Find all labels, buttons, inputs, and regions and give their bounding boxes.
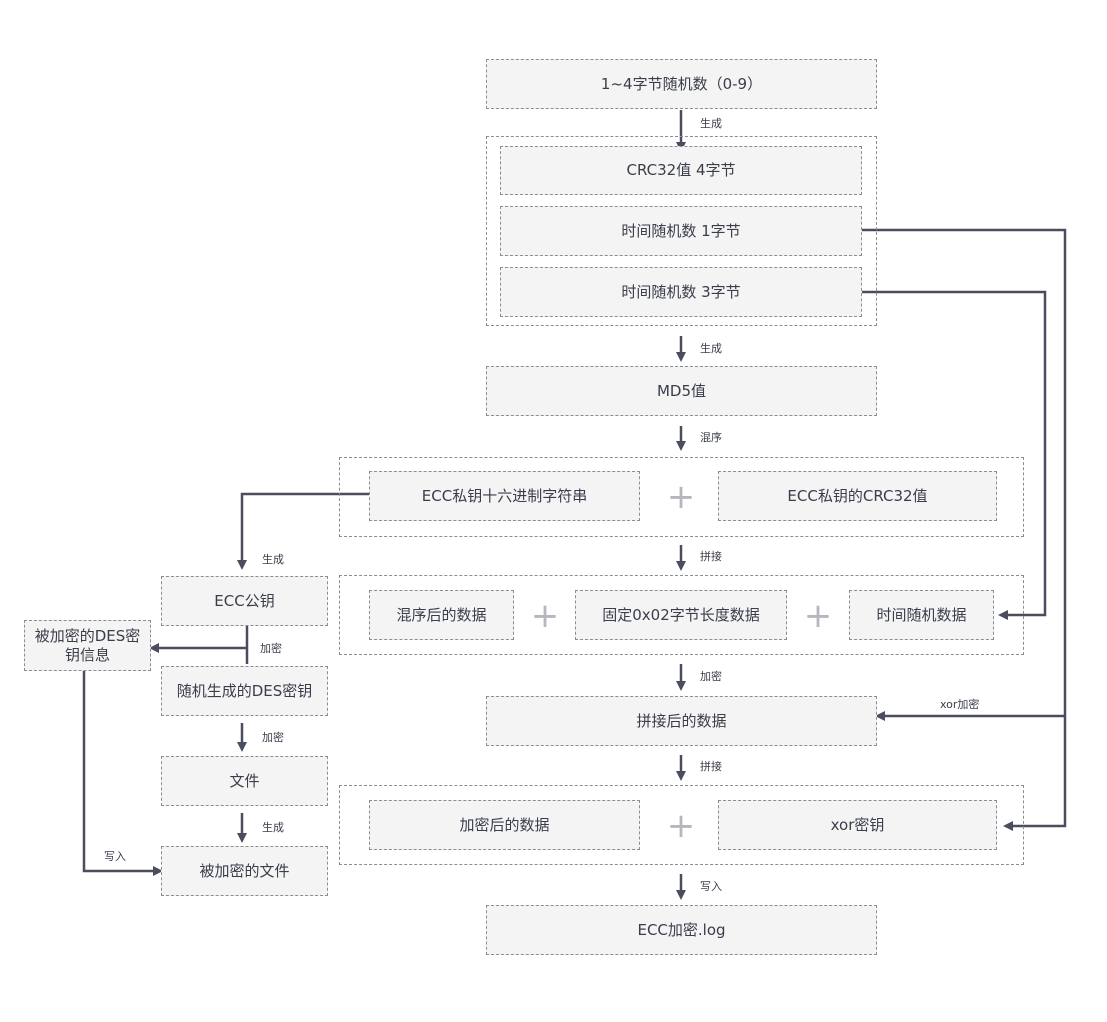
box-md5: MD5值 — [486, 366, 877, 416]
box-enc-des-info: 被加密的DES密钥信息 — [24, 620, 151, 671]
box-crc32: CRC32值 4字节 — [500, 146, 862, 195]
box-ecc-priv-crc32: ECC私钥的CRC32值 — [718, 471, 997, 521]
box-time-rand-3: 时间随机数 3字节 — [500, 267, 862, 317]
line-write-left — [82, 671, 163, 876]
label-concat2: 拼接 — [700, 760, 722, 773]
label-gen-file: 生成 — [262, 821, 284, 834]
line-time1-route — [862, 228, 1067, 831]
box-time-rand-1: 时间随机数 1字节 — [500, 206, 862, 256]
box-encrypted-data: 加密后的数据 — [369, 800, 640, 850]
box-ecc-log: ECC加密.log — [486, 905, 877, 955]
line-priv-to-pub — [237, 492, 369, 570]
label-gen2: 生成 — [700, 342, 722, 355]
box-fixed-0x02: 固定0x02字节长度数据 — [575, 590, 787, 640]
plus-sign: + — [666, 806, 696, 846]
plus-sign: + — [530, 596, 560, 636]
box-ecc-pub: ECC公钥 — [161, 576, 328, 626]
box-rand-des-key: 随机生成的DES密钥 — [161, 666, 328, 716]
group-ecc-priv — [339, 457, 1024, 537]
box-random-1-4: 1~4字节随机数（0-9） — [486, 59, 877, 109]
line-time3-route — [862, 290, 1047, 620]
box-time-rand-data: 时间随机数据 — [849, 590, 994, 640]
plus-sign: + — [803, 596, 833, 636]
box-ecc-priv-hex: ECC私钥十六进制字符串 — [369, 471, 640, 521]
box-file: 文件 — [161, 756, 328, 806]
label-encrypt1: 加密 — [700, 670, 722, 683]
label-concat1: 拼接 — [700, 550, 722, 563]
label-gen1: 生成 — [700, 117, 722, 130]
box-enc-file: 被加密的文件 — [161, 846, 328, 896]
label-encrypt-left2: 加密 — [262, 731, 284, 744]
box-mixed-data: 混序后的数据 — [369, 590, 514, 640]
plus-sign: + — [666, 477, 696, 517]
group-encrypted — [339, 785, 1024, 865]
label-write-left: 写入 — [104, 850, 126, 863]
label-shuffle: 混序 — [700, 431, 722, 444]
group-crc-time — [486, 136, 877, 326]
box-concat-data: 拼接后的数据 — [486, 696, 877, 746]
box-xor-key: xor密钥 — [718, 800, 997, 850]
label-gen-pub: 生成 — [262, 553, 284, 566]
group-mixed — [339, 575, 1024, 655]
label-encrypt-left: 加密 — [260, 642, 282, 655]
label-write1: 写入 — [700, 880, 722, 893]
label-xor-encrypt: xor加密 — [940, 698, 980, 711]
